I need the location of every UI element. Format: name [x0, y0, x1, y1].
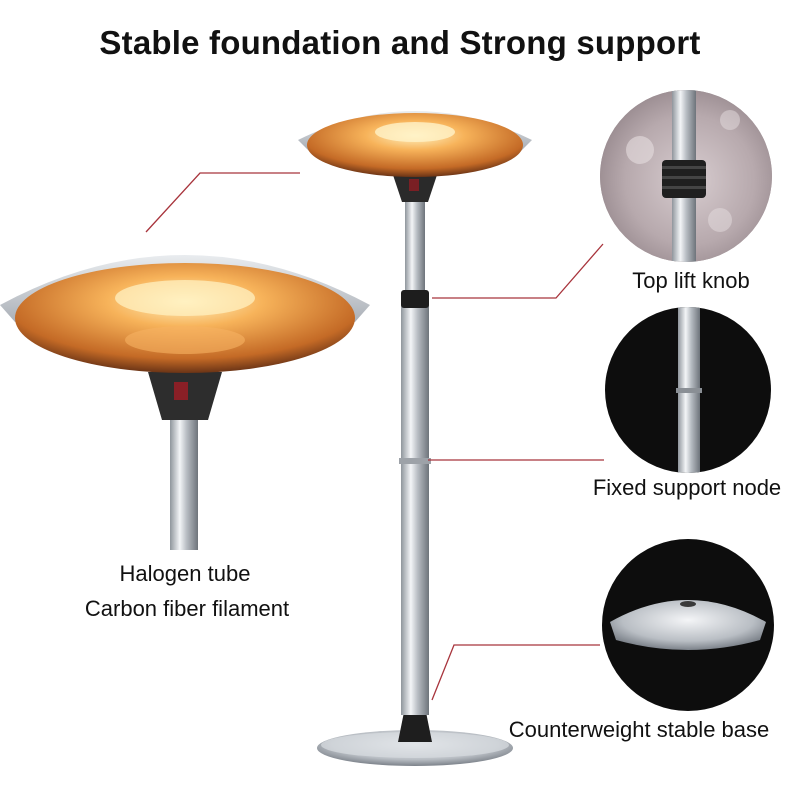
label-top-lift-knob: Top lift knob: [632, 268, 750, 293]
lift-knob: [401, 290, 429, 308]
label-counterweight-base: Counterweight stable base: [508, 717, 770, 742]
zoom-pole: [170, 410, 198, 550]
leader-halogen: [145, 172, 300, 233]
detail-circle-support-node: [605, 307, 771, 473]
zoom-glow: [15, 263, 355, 373]
heater-glow: [307, 113, 523, 177]
base-collar: [398, 712, 432, 742]
detail-circle-base: [602, 539, 774, 711]
detail-circle-lift-knob: [600, 90, 772, 262]
main-heater: [298, 111, 532, 766]
support-node: [399, 458, 431, 464]
label-halogen-tube: Halogen tube: [119, 561, 251, 586]
leader-top-lift: [432, 243, 604, 299]
upper-pole: [405, 200, 425, 300]
label-carbon-fiber: Carbon fiber filament: [84, 596, 290, 621]
label-fixed-support-node: Fixed support node: [592, 475, 782, 500]
page-title: Stable foundation and Strong support: [99, 24, 701, 61]
leader-lines: [145, 172, 604, 701]
zoomed-heater-head: [0, 255, 370, 550]
leader-base: [431, 644, 600, 701]
lower-pole: [401, 305, 429, 715]
